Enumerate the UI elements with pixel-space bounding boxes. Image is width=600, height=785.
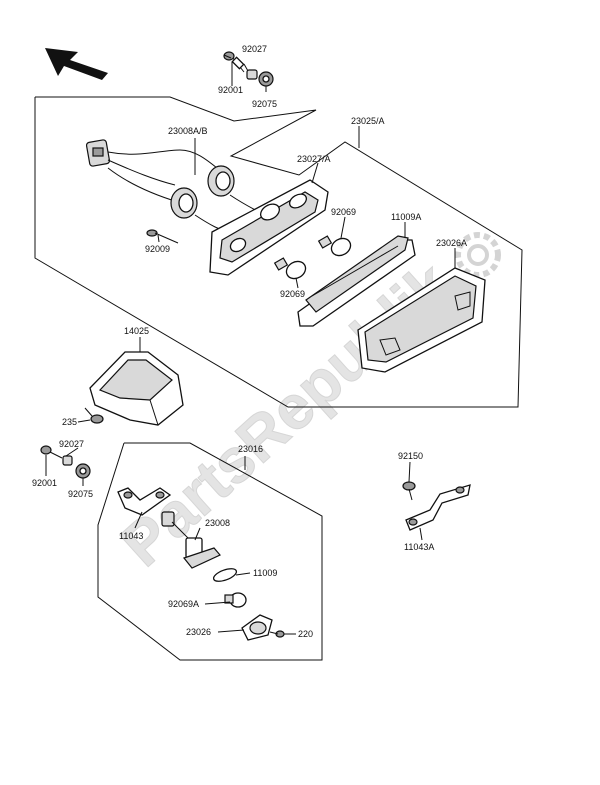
cover-14025 <box>89 351 184 426</box>
bolt-92150 <box>402 481 416 501</box>
label-235: 235 <box>62 417 77 427</box>
label-92069-lower: 92069 <box>280 289 305 299</box>
label-23026A: 23026A <box>436 238 467 248</box>
leader-lines <box>45 54 456 635</box>
bulb-92069A <box>224 592 247 608</box>
collar-92027-bottom <box>62 455 73 466</box>
label-92009: 92009 <box>145 244 170 254</box>
grommet-92075-bottom <box>75 463 91 479</box>
socket-23008 <box>161 511 221 569</box>
label-92075-top: 92075 <box>252 99 277 109</box>
label-23026: 23026 <box>186 627 211 637</box>
label-92150: 92150 <box>398 451 423 461</box>
direction-arrow-icon <box>45 48 108 80</box>
label-23025A: 23025/A <box>351 116 385 126</box>
label-11043A: 11043A <box>404 542 434 552</box>
label-23008: 23008 <box>205 518 230 528</box>
tail-light-assembly-outline <box>34 96 523 408</box>
label-92069A: 92069A <box>168 599 199 609</box>
bulb-92069-lower <box>273 257 307 280</box>
label-92001-bottom: 92001 <box>32 478 57 488</box>
bulb-92069-upper <box>317 235 352 257</box>
label-11043: 11043 <box>119 531 143 541</box>
screw-92009 <box>146 229 179 244</box>
label-92027-top: 92027 <box>242 44 267 54</box>
license-light-assembly-outline <box>97 442 323 661</box>
label-92069-upper: 92069 <box>331 207 356 217</box>
bolt-92001-top <box>223 51 245 73</box>
bolt-92001-bottom <box>40 445 63 459</box>
label-23008AB: 23008A/B <box>168 126 208 136</box>
gear-icon <box>455 232 501 278</box>
label-14025: 14025 <box>124 326 149 336</box>
collar-92027-top <box>246 69 258 80</box>
screw-220 <box>269 630 285 638</box>
bracket-11043 <box>117 487 172 516</box>
gasket-11009 <box>212 568 238 582</box>
lens-23026 <box>241 614 273 641</box>
label-11009: 11009 <box>253 568 277 578</box>
label-11009A: 11009A <box>391 212 421 222</box>
gasket-11009A <box>297 235 416 327</box>
label-220: 220 <box>298 629 313 639</box>
label-23027A: 23027/A <box>297 154 331 164</box>
lamp-housing-23027A <box>209 179 329 276</box>
grommet-92075-top <box>258 71 274 87</box>
wiring-harness-23008AB <box>85 139 266 235</box>
screw-235 <box>84 407 104 424</box>
bracket-11043A <box>405 484 471 531</box>
lens-23026A <box>357 267 486 373</box>
label-92075-bottom: 92075 <box>68 489 93 499</box>
label-92027-bottom: 92027 <box>59 439 84 449</box>
label-23016: 23016 <box>238 444 263 454</box>
part-labels: 92027 92001 92075 23025/A 23008A/B 23027… <box>32 44 467 639</box>
label-92001-top: 92001 <box>218 85 243 95</box>
